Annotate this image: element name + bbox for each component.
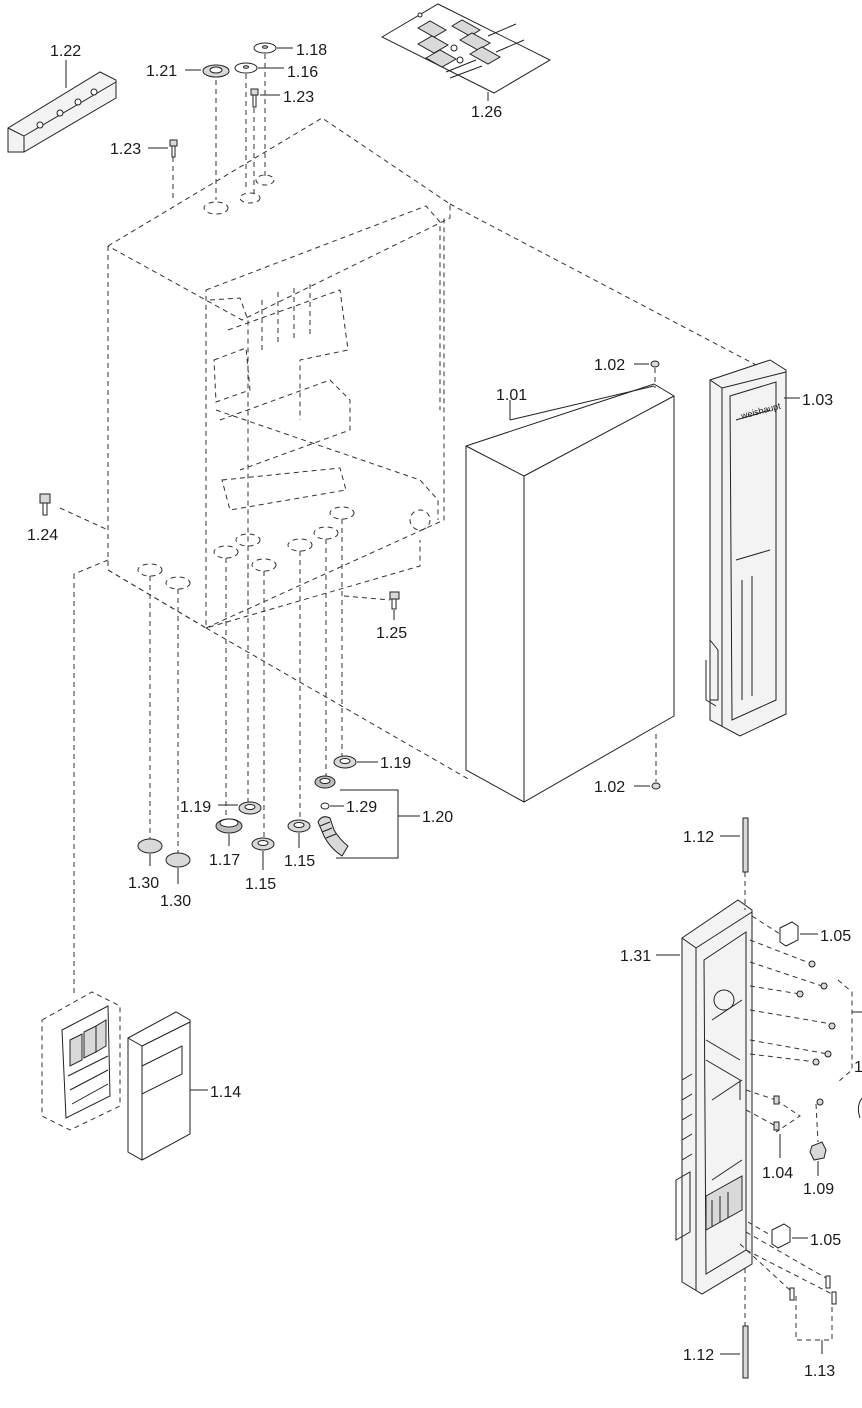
label-1-13: 1.13 bbox=[804, 1363, 835, 1380]
label-1-02-bottom: 1.02 bbox=[594, 779, 625, 796]
label-1-15-a: 1.15 bbox=[245, 876, 276, 893]
grommet-1-19-right bbox=[333, 755, 357, 769]
grommet-1-21 bbox=[202, 64, 230, 78]
grommet-1-15-b bbox=[287, 819, 311, 833]
label-1-cut-edge: 1 bbox=[854, 1059, 862, 1076]
housing-phantom-outline bbox=[107, 117, 451, 629]
fixing-kit-1-26 bbox=[380, 3, 552, 94]
label-1-12-bottom: 1.12 bbox=[683, 1347, 714, 1364]
label-1-02-top: 1.02 bbox=[594, 357, 625, 374]
label-1-15-b: 1.15 bbox=[284, 853, 315, 870]
label-1-18: 1.18 bbox=[296, 42, 327, 59]
washer-1-16 bbox=[234, 62, 258, 74]
electrical-module bbox=[41, 991, 121, 1131]
screws-1-04 bbox=[745, 1089, 824, 1133]
screw-1-24 bbox=[39, 493, 51, 516]
screws-1-13 bbox=[739, 1231, 837, 1341]
clip-1-05-bottom bbox=[771, 1223, 791, 1249]
screw-1-25 bbox=[389, 591, 400, 610]
label-1-03: 1.03 bbox=[802, 392, 833, 409]
grommet-1-17 bbox=[215, 818, 243, 834]
label-1-01: 1.01 bbox=[496, 387, 527, 404]
screw-1-23-top bbox=[250, 88, 259, 108]
label-1-19-right: 1.19 bbox=[380, 755, 411, 772]
screw-1-23-left bbox=[169, 139, 178, 158]
rod-1-12-top bbox=[742, 817, 749, 873]
label-1-21: 1.21 bbox=[146, 63, 177, 80]
label-1-05-bottom: 1.05 bbox=[810, 1232, 841, 1249]
washer-1-18 bbox=[253, 42, 277, 54]
label-1-09: 1.09 bbox=[803, 1181, 834, 1198]
label-1-12-top: 1.12 bbox=[683, 829, 714, 846]
label-1-19-left: 1.19 bbox=[180, 799, 211, 816]
label-1-30-a: 1.30 bbox=[128, 875, 159, 892]
frame-screws-upper bbox=[749, 939, 853, 1083]
label-1-30-b: 1.30 bbox=[160, 893, 191, 910]
label-1-14: 1.14 bbox=[210, 1084, 241, 1101]
label-1-23-left: 1.23 bbox=[110, 141, 141, 158]
cap-1-30-b bbox=[165, 852, 191, 868]
label-1-22: 1.22 bbox=[50, 43, 81, 60]
hose-connector-1-20 bbox=[314, 775, 349, 857]
label-1-20: 1.20 bbox=[422, 809, 453, 826]
label-1-23-top: 1.23 bbox=[283, 89, 314, 106]
module-cover-1-14 bbox=[127, 1011, 191, 1161]
label-1-04: 1.04 bbox=[762, 1165, 793, 1182]
grommet-1-19-left bbox=[238, 801, 262, 815]
label-1-25: 1.25 bbox=[376, 625, 407, 642]
mounting-frame-1-31 bbox=[675, 899, 753, 1295]
control-panel-1-03: weishaupt bbox=[705, 359, 787, 737]
screw-1-02-top bbox=[650, 360, 660, 368]
part-1-09 bbox=[809, 1141, 827, 1161]
label-1-26: 1.26 bbox=[471, 104, 502, 121]
label-1-29: 1.29 bbox=[346, 799, 377, 816]
label-1-17: 1.17 bbox=[209, 852, 240, 869]
front-cover-1-01 bbox=[465, 383, 675, 803]
label-1-31: 1.31 bbox=[620, 948, 651, 965]
grommet-1-15-a bbox=[251, 837, 275, 851]
label-1-24: 1.24 bbox=[27, 527, 58, 544]
clip-1-05-top bbox=[779, 921, 799, 947]
rod-1-12-bottom bbox=[742, 1325, 749, 1379]
wall-bracket-1-22 bbox=[7, 71, 117, 153]
screw-1-02-bottom bbox=[651, 782, 661, 790]
cap-1-30-a bbox=[137, 838, 163, 854]
label-1-05-top: 1.05 bbox=[820, 928, 851, 945]
label-1-16: 1.16 bbox=[287, 64, 318, 81]
